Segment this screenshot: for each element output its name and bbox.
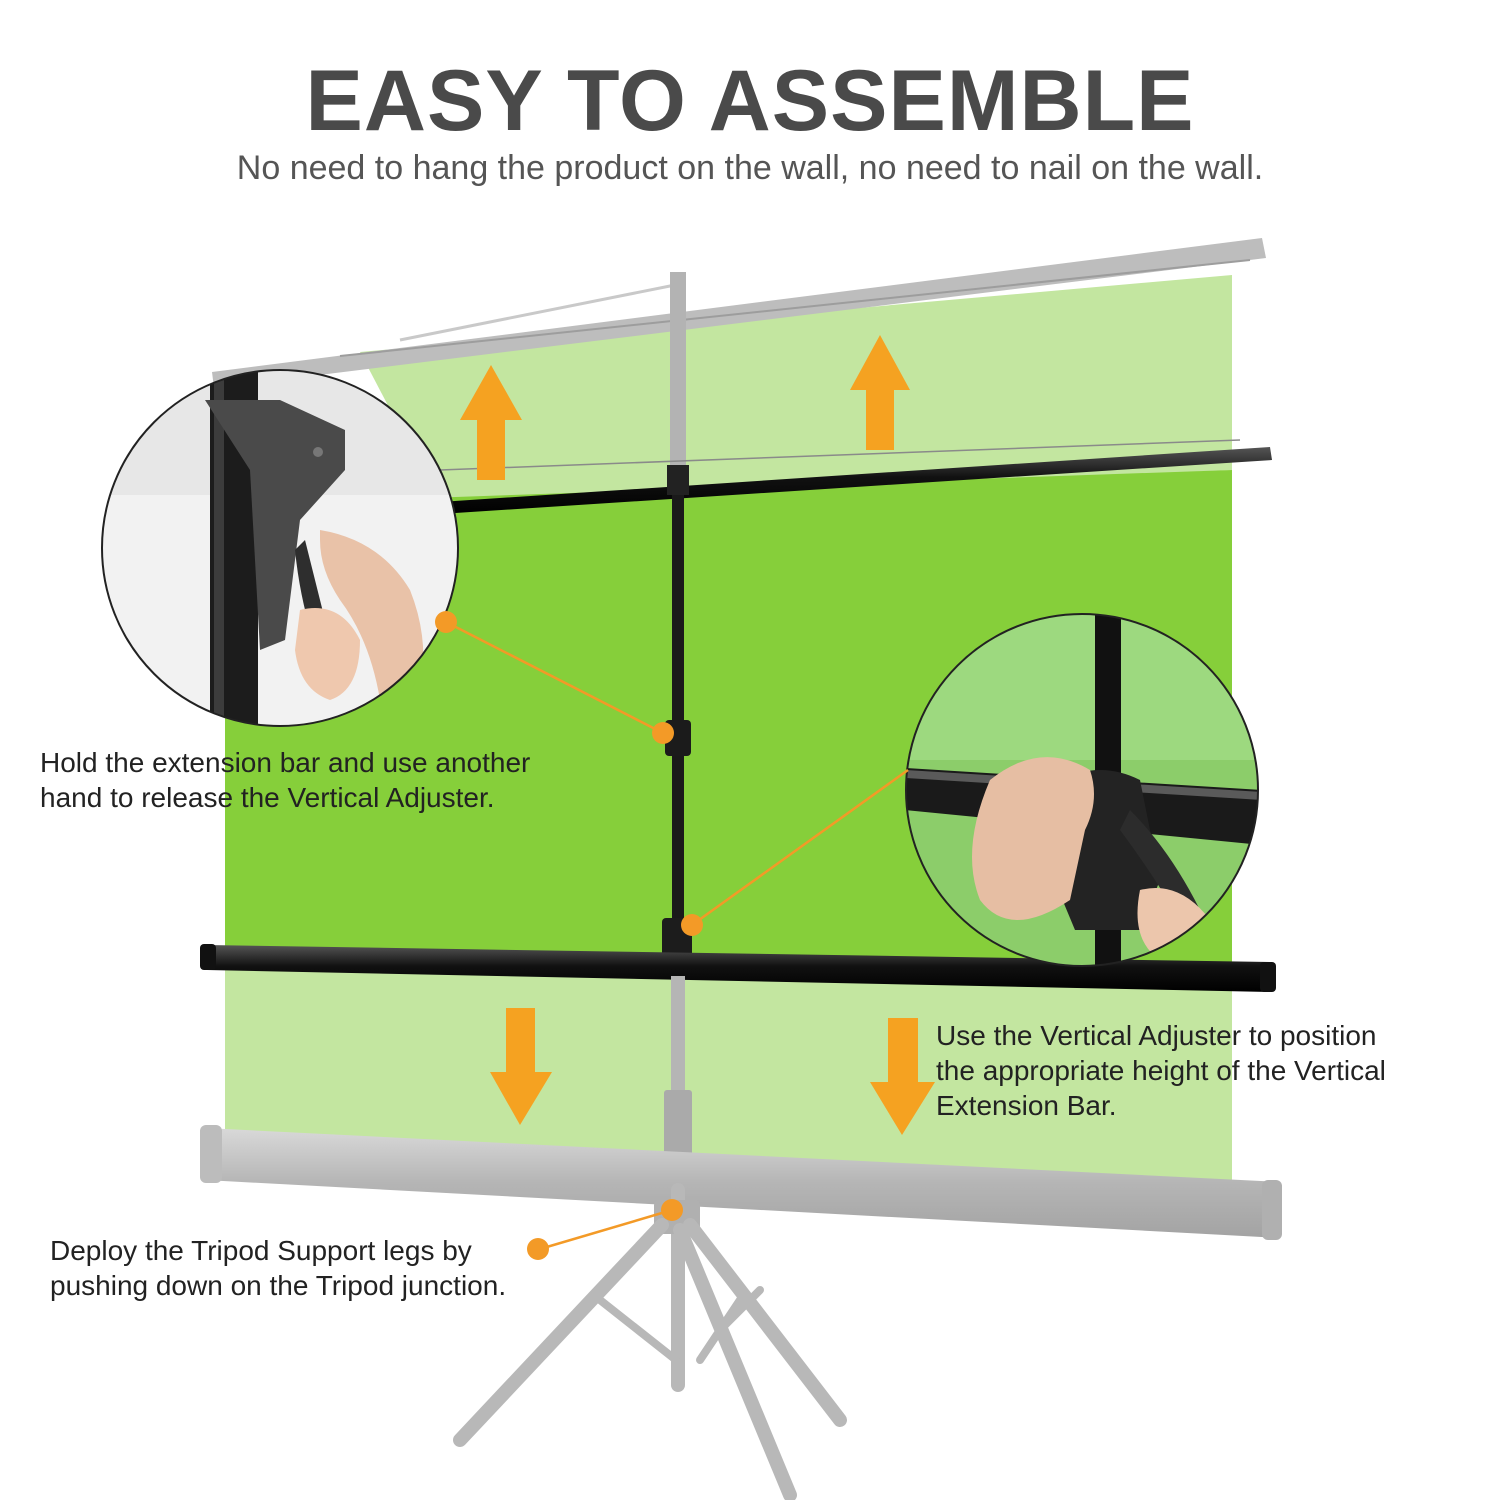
callout-text-release-adjuster: Hold the extension bar and use another h… [40,747,531,813]
callout-text-position-height: Use the Vertical Adjuster to position th… [936,1020,1386,1121]
page-subtitle: No need to hang the product on the wall,… [236,149,1264,187]
extension-bar [439,439,1272,514]
pole-lower [664,976,692,1160]
callout-pointer-tripod [527,1199,683,1260]
top-gray-bar [212,238,1266,388]
pole-upper [670,272,686,472]
faded-upper-screen [360,275,1232,505]
page-title: EASY TO ASSEMBLE [305,53,1195,149]
down-arrow-icon [870,1018,935,1135]
callout-pointer-adjuster [681,768,909,936]
detail-circle-left [101,369,459,727]
faded-lower-screen [225,965,1232,1180]
roller-bar [200,944,1276,992]
up-arrow-icon [460,365,522,480]
callout-pointer-release [435,611,674,744]
up-arrow-icon [850,335,910,450]
tripod [453,1183,847,1500]
callout-text-deploy-tripod: Deploy the Tripod Support legs by pushin… [50,1235,507,1301]
down-arrow-icon [490,1008,552,1125]
bottom-gray-bar [200,1125,1282,1240]
